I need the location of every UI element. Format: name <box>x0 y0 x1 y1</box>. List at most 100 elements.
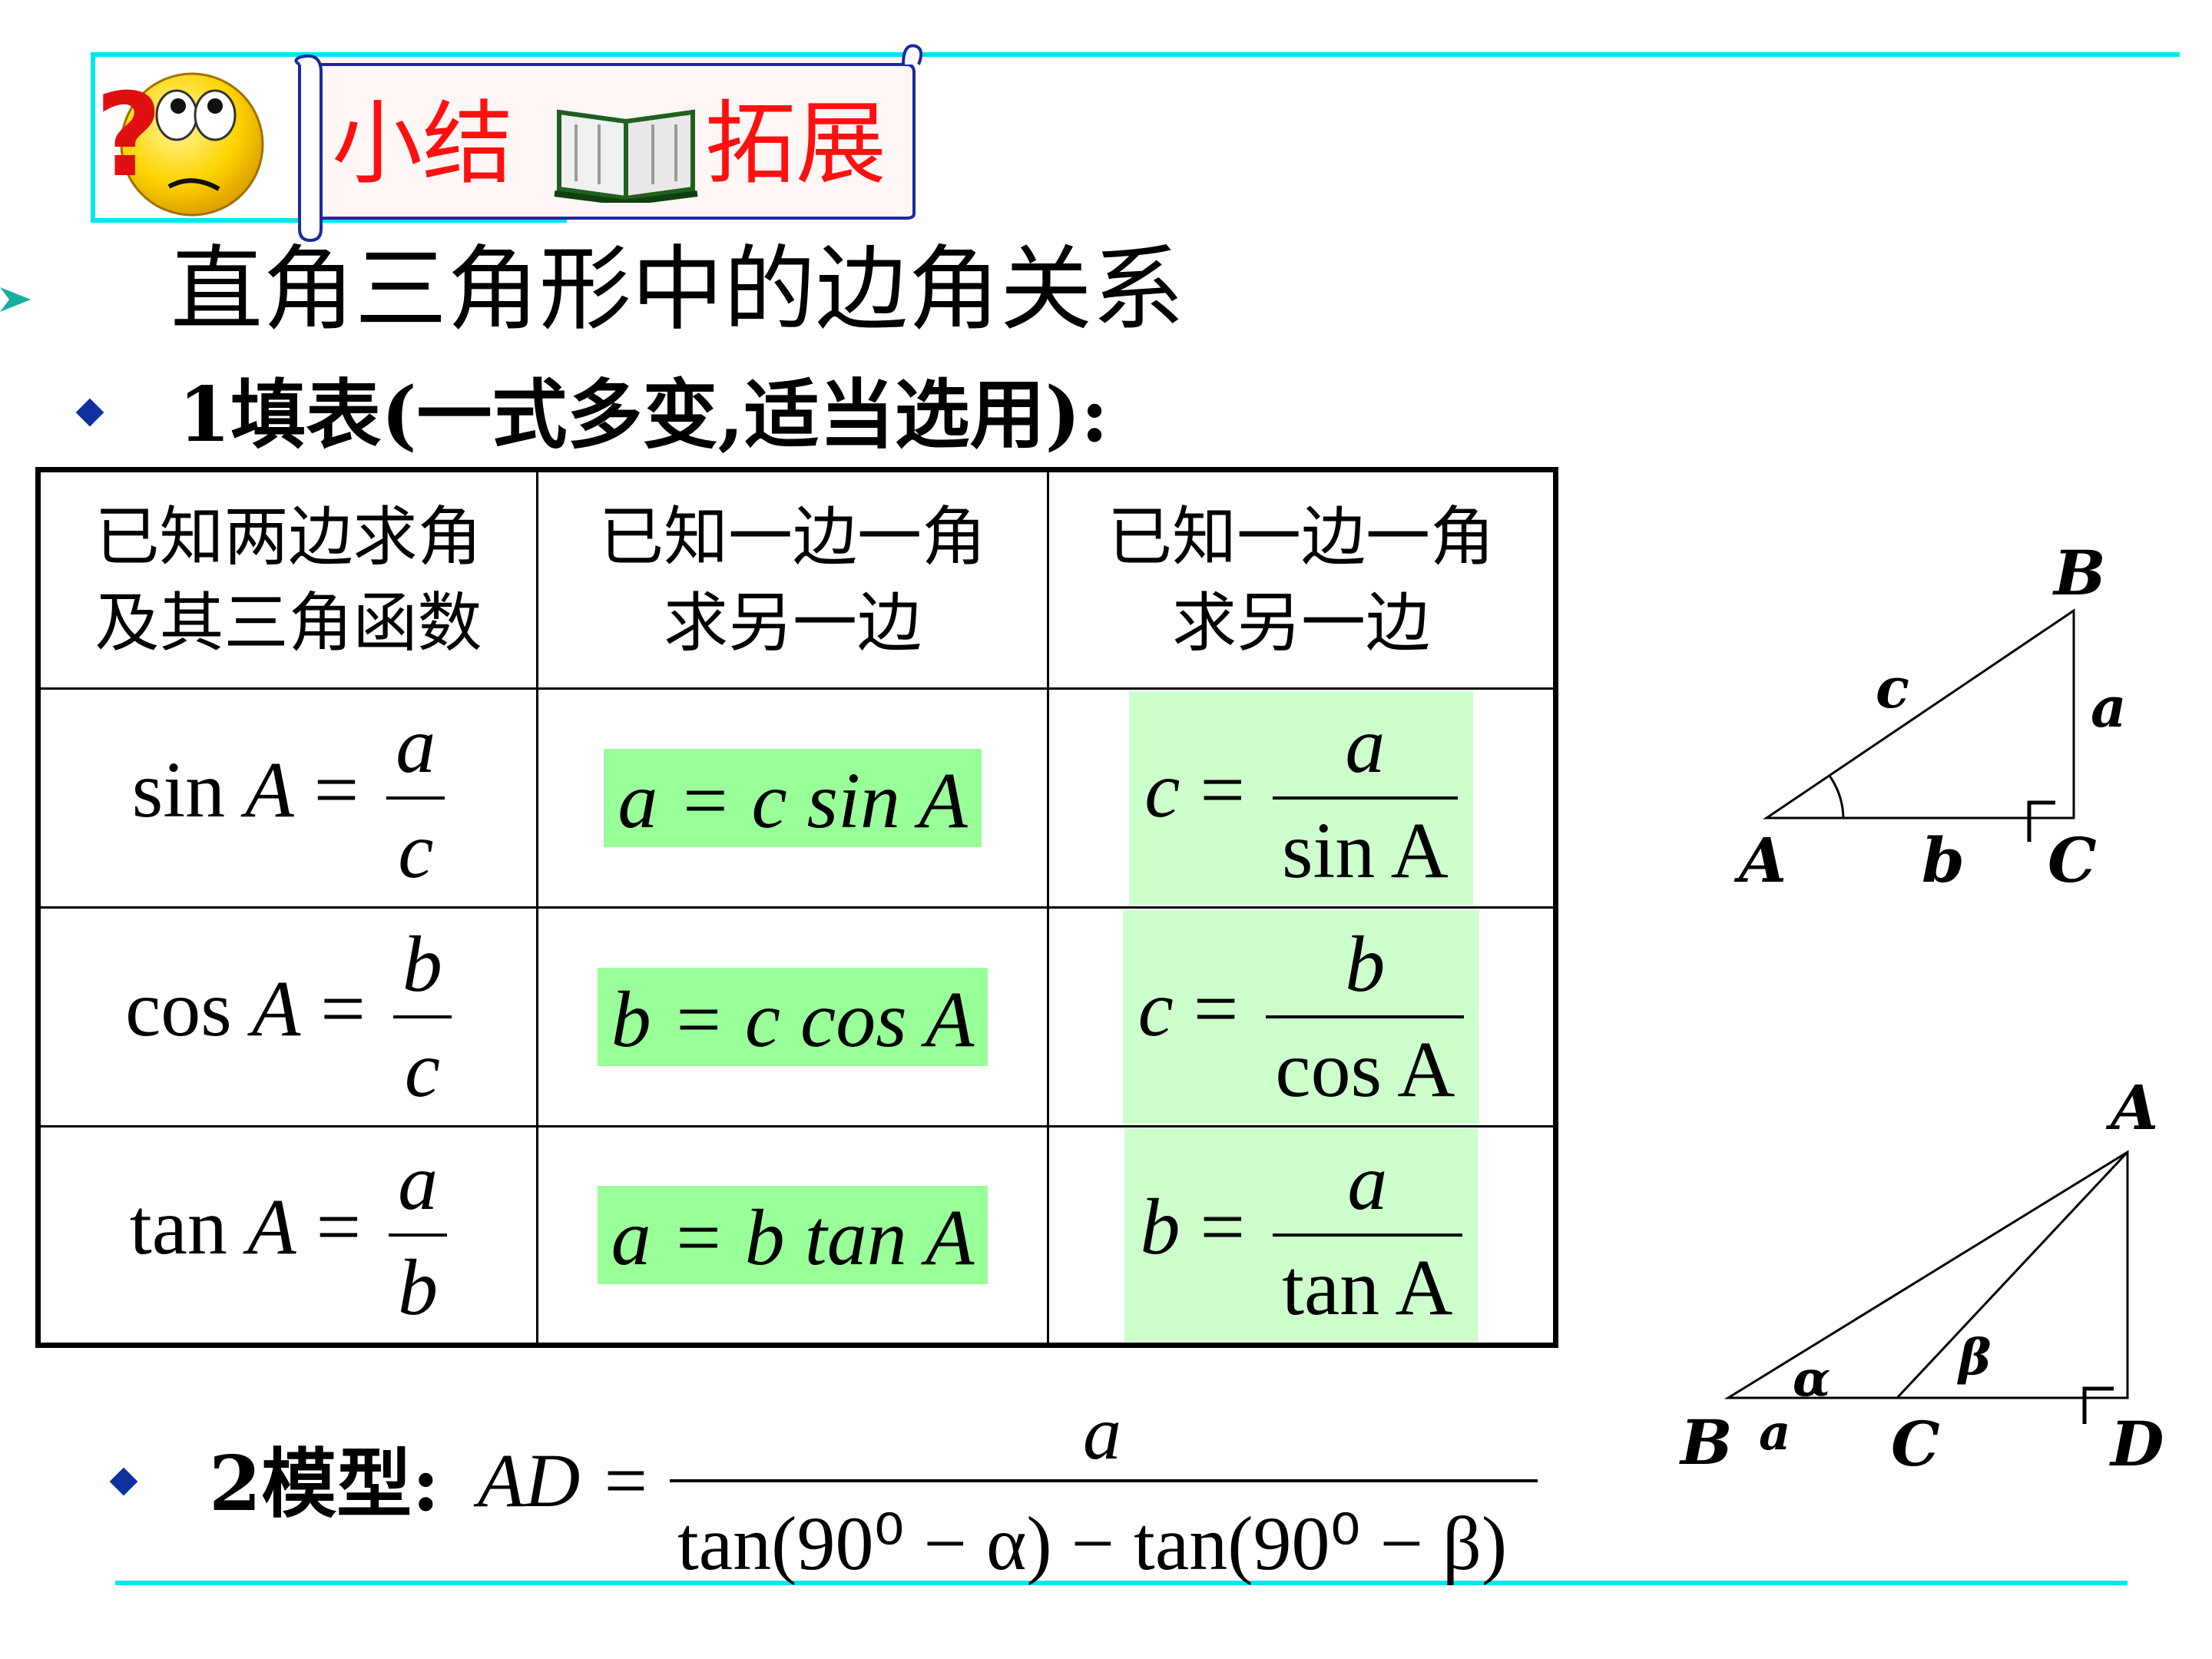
header-line: 求另一边 <box>663 585 922 661</box>
equals-sign: = <box>320 964 366 1053</box>
fraction-bar <box>389 1233 448 1237</box>
numerator: b <box>1345 919 1386 1008</box>
relations-table: 已知两边求角及其三角函数 已知一边一角求另一边 已知一边一角求另一边 sin A… <box>35 467 1558 1348</box>
denominator: c <box>398 806 434 895</box>
angle-var: A <box>247 1182 296 1271</box>
fraction-bar <box>392 1015 452 1018</box>
fraction: b cos A <box>1266 913 1465 1121</box>
slide-pointer-icon <box>0 287 31 312</box>
side-formula: a = b tan A <box>597 1186 988 1284</box>
triangle2-vertex-D: D <box>2111 1408 2164 1480</box>
section-1-label: 1填表(一式多变,适当选用): <box>178 371 1109 459</box>
triangle1-vertex-B: B <box>2054 537 2106 609</box>
inverse-cell: b = a tan A <box>1047 1125 1557 1346</box>
fraction-bar <box>386 796 445 800</box>
equals-sign: = <box>1200 1182 1246 1271</box>
triangle2-vertex-A: A <box>2111 1071 2159 1144</box>
side-cell: a = b tan A <box>536 1125 1049 1346</box>
svg-text:?: ? <box>95 69 162 203</box>
triangle1-vertex-A: A <box>1739 824 1787 896</box>
func-name: sin <box>131 745 226 834</box>
inverse-formula: b = a tan A <box>1124 1128 1478 1343</box>
func-name: cos <box>125 964 232 1053</box>
confused-face-icon: ? <box>95 69 264 217</box>
side-cell: a = c sin A <box>536 687 1049 909</box>
top-rule <box>91 52 2180 57</box>
inverse-formula: c = a sin A <box>1129 690 1473 906</box>
inverse-cell: c = b cos A <box>1047 906 1557 1128</box>
numerator: a <box>1347 1137 1388 1227</box>
header-line: 已知一边一角 <box>598 499 986 575</box>
numerator: b <box>402 919 442 1008</box>
numerator: a <box>1345 700 1386 790</box>
side-formula: a = c sin A <box>604 749 982 847</box>
triangle1-side-a: a <box>2091 674 2127 740</box>
model-lhs: AD = <box>478 1438 651 1523</box>
bottom-rule <box>115 1581 2128 1585</box>
fraction-bar <box>1273 796 1458 800</box>
denominator: cos A <box>1275 1025 1455 1114</box>
bullet-icon <box>75 398 104 427</box>
func-name: tan <box>129 1182 227 1271</box>
equals-sign: = <box>1193 964 1239 1053</box>
banner-text-left: 小结 <box>332 91 514 197</box>
equals-sign: = <box>313 745 359 834</box>
header-line: 已知两边求角 <box>94 499 482 575</box>
equals-sign: = <box>1200 745 1246 834</box>
bullet-icon <box>109 1467 138 1496</box>
triangle1-side-c: c <box>1876 655 1909 720</box>
book-icon <box>554 109 698 203</box>
lhs-var: c <box>1144 745 1181 834</box>
angle-var: A <box>245 745 294 834</box>
triangle1-vertex-C: C <box>2048 824 2097 896</box>
denominator: c <box>404 1025 440 1114</box>
model-numerator: a <box>1083 1390 1121 1475</box>
denominator: tan A <box>1282 1243 1453 1332</box>
header-line: 已知一边一角 <box>1107 499 1495 575</box>
angle-var: A <box>251 964 301 1053</box>
side-formula: b = c cos A <box>597 968 988 1066</box>
page-title: 直角三角形中的边角关系 <box>171 237 1184 343</box>
header-line: 及其三角函数 <box>94 585 482 661</box>
triangle2-vertex-C: C <box>1891 1408 1940 1480</box>
fraction: a sin A <box>1273 694 1458 902</box>
inverse-formula: c = b cos A <box>1122 909 1480 1124</box>
triangle2-angle-beta: β <box>1959 1329 1992 1386</box>
triangle2-side-a: a <box>1759 1404 1791 1462</box>
numerator: a <box>396 700 436 790</box>
triangle1-side-b: b <box>1922 824 1965 896</box>
header-line: 求另一边 <box>1171 585 1430 661</box>
fraction-bar <box>1273 1233 1462 1237</box>
model-denominator: tan(90⁰ − α) − tan(90⁰ − β) <box>677 1501 1508 1586</box>
table-header-cell: 已知两边求角及其三角函数 <box>37 469 538 690</box>
fraction-bar <box>1266 1015 1465 1018</box>
model-fraction-bar <box>670 1479 1538 1482</box>
banner-bottom-rule <box>91 218 567 223</box>
table-header-row: 已知两边求角及其三角函数 已知一边一角求另一边 已知一边一角求另一边 <box>37 469 1557 690</box>
right-triangle-diagram <box>1763 608 2075 842</box>
side-cell: b = c cos A <box>536 906 1049 1128</box>
lhs-var: c <box>1137 964 1174 1053</box>
triangle2-vertex-B: B <box>1681 1406 1733 1479</box>
table-header-cell: 已知一边一角求另一边 <box>1047 469 1557 690</box>
banner-text-right: 拓展 <box>705 91 887 197</box>
double-triangle-diagram <box>1724 1150 2129 1424</box>
section-2-label: 2模型: <box>209 1440 440 1528</box>
inverse-cell: c = a sin A <box>1047 687 1557 909</box>
lhs-var: b <box>1140 1182 1181 1271</box>
denominator: sin A <box>1282 806 1449 895</box>
fraction: a tan A <box>1273 1131 1462 1339</box>
numerator: a <box>398 1137 439 1227</box>
